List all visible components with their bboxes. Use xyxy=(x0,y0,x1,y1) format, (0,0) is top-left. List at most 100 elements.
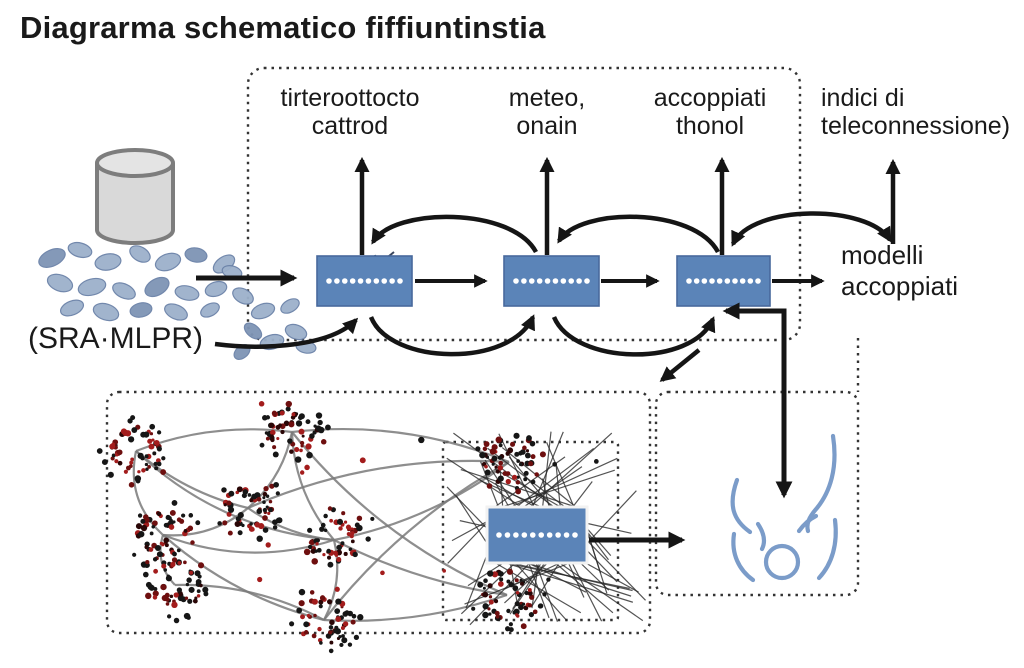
redacted-dot xyxy=(568,278,575,284)
cluster-dot xyxy=(343,520,348,524)
cluster-satellite-dot xyxy=(479,451,486,459)
shape-stroke-mid-left xyxy=(755,521,767,552)
fan-line xyxy=(586,531,609,561)
cluster-dot xyxy=(270,429,276,436)
redacted-dot xyxy=(365,278,372,284)
cluster-dot xyxy=(147,438,153,444)
cluster-satellite-dot xyxy=(307,544,313,550)
redacted-dot xyxy=(513,278,519,284)
cluster-dot xyxy=(343,551,348,557)
redacted-dot xyxy=(584,278,590,284)
cluster-dot xyxy=(262,515,268,521)
cluster-dot xyxy=(160,583,167,591)
cluster-dot xyxy=(334,553,339,557)
cluster-satellite-dot xyxy=(327,506,333,511)
cluster-dot xyxy=(320,522,326,528)
cluster-satellite-dot xyxy=(96,448,103,454)
stray-dot xyxy=(370,516,375,521)
cluster-satellite-dot xyxy=(202,586,209,593)
cluster-dot xyxy=(290,415,296,420)
cluster-satellite-dot xyxy=(269,483,275,489)
cluster-dot xyxy=(120,428,127,435)
cluster-dot xyxy=(152,590,159,597)
cluster-dot xyxy=(173,592,179,598)
cluster-dot xyxy=(488,612,492,616)
cluster-dot xyxy=(111,453,116,458)
cluster-dot xyxy=(137,470,141,474)
cluster-dot xyxy=(114,459,119,464)
cluster-dot xyxy=(280,429,285,435)
redacted-dot xyxy=(686,278,692,284)
cluster-satellite-dot xyxy=(276,517,283,524)
cluster-dot xyxy=(250,527,255,532)
fan-line xyxy=(570,481,593,510)
cluster-dot xyxy=(147,465,151,469)
cluster-dot xyxy=(183,528,188,533)
cluster-dot xyxy=(487,607,491,611)
cluster-dot xyxy=(289,449,294,454)
cluster-satellite-dot xyxy=(294,456,302,463)
cluster-satellite-dot xyxy=(221,487,227,493)
cluster-dot xyxy=(285,406,291,412)
network-dashed-box xyxy=(105,390,652,635)
redacted-dot xyxy=(709,278,715,284)
label-step-2-line2: onain xyxy=(516,112,578,140)
cluster-dot xyxy=(234,521,241,528)
fan-line xyxy=(513,447,595,510)
redacted-dot xyxy=(521,278,527,284)
data-blob xyxy=(46,273,74,293)
cluster-dot xyxy=(152,451,157,456)
cluster-dot xyxy=(291,412,296,417)
cluster-dot xyxy=(518,604,524,611)
cluster-satellite-dot xyxy=(259,442,265,448)
cluster-dot xyxy=(167,516,172,521)
cluster-dot xyxy=(498,443,503,448)
cluster-dot xyxy=(338,634,342,639)
network-edge xyxy=(291,428,510,464)
cluster-dot xyxy=(323,528,328,533)
feedback-arc-top-2 xyxy=(557,214,720,254)
cluster-satellite-dot xyxy=(532,609,538,615)
cluster-dot xyxy=(527,590,533,596)
fan-line xyxy=(453,432,558,510)
cluster-dot xyxy=(147,583,154,590)
cluster-satellite-dot xyxy=(152,557,158,562)
cluster-dot xyxy=(502,471,508,476)
flow-box-1 xyxy=(316,255,413,307)
cluster-satellite-dot xyxy=(203,591,209,597)
cluster-dot xyxy=(144,462,149,467)
label-step-2-line1: meteo, xyxy=(508,84,586,112)
cluster-dot xyxy=(247,493,252,497)
cluster-dot xyxy=(498,460,504,466)
cluster-dot xyxy=(497,455,503,460)
fan-line xyxy=(501,447,579,510)
cluster-satellite-dot xyxy=(134,475,142,482)
cluster-dot xyxy=(153,568,159,574)
cluster-dot xyxy=(179,518,185,524)
cluster-dot xyxy=(345,524,352,530)
cluster-dot xyxy=(140,518,146,524)
fan-line xyxy=(524,560,587,593)
redacted-dot xyxy=(724,278,731,284)
cluster-dot xyxy=(510,441,516,447)
cluster-satellite-dot xyxy=(328,648,334,654)
cluster-satellite-dot xyxy=(526,435,532,441)
cluster-dot xyxy=(117,460,123,466)
cluster-satellite-dot xyxy=(263,486,269,492)
cluster-dot xyxy=(262,500,266,504)
redacted-dot xyxy=(538,532,545,538)
cluster-dot xyxy=(494,465,498,469)
fan-line xyxy=(446,457,525,510)
cluster-dot xyxy=(484,469,491,476)
label-source: (SRA·MLPR) xyxy=(28,322,204,355)
cluster-satellite-dot xyxy=(351,613,357,619)
cluster-satellite-dot xyxy=(285,400,292,408)
cluster-satellite-dot xyxy=(197,562,205,569)
cluster-dot xyxy=(156,511,162,517)
cluster-dot xyxy=(318,604,323,609)
data-blob xyxy=(184,247,208,263)
cluster-satellite-dot xyxy=(271,410,277,416)
cluster-dot xyxy=(327,600,332,605)
cluster-dot xyxy=(161,563,167,569)
cluster-dot xyxy=(337,546,342,551)
